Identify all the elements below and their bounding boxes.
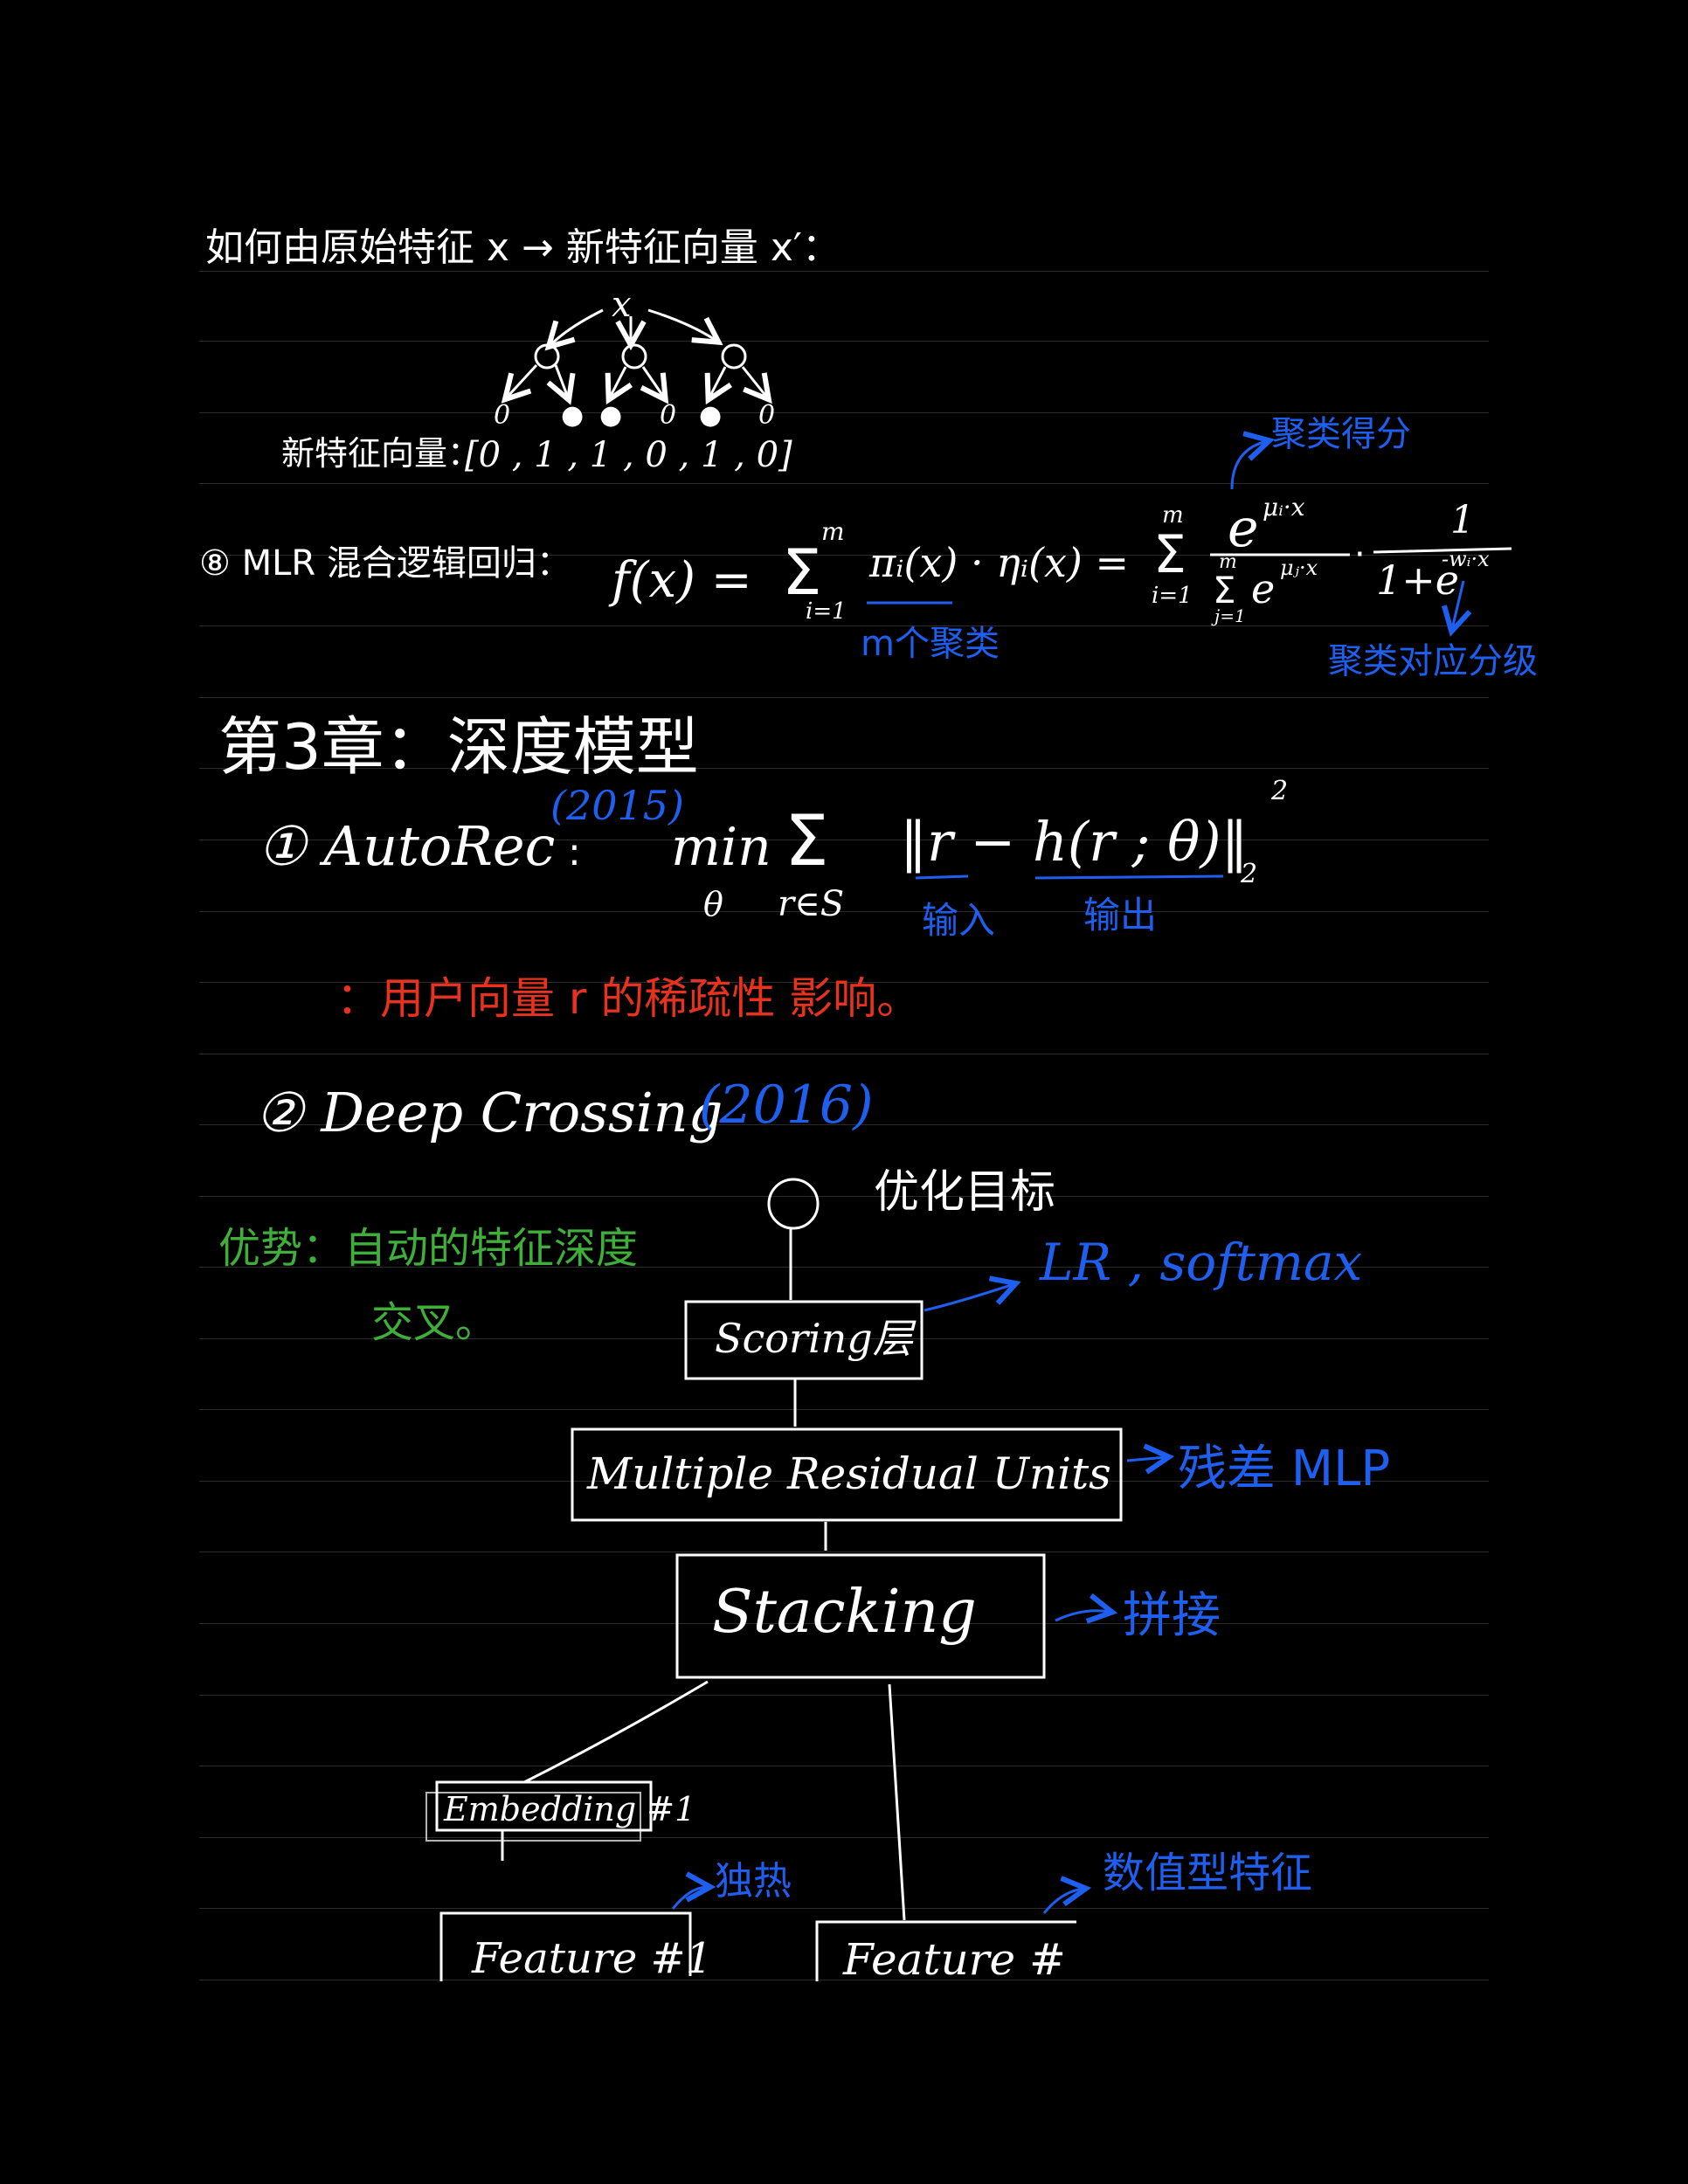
feature1-label: Feature #1 [471,1934,712,1983]
leaf-3: ● [599,400,622,431]
mlr-sum-lower: i=1 [806,598,847,625]
input-underline [915,874,969,880]
scoring-label: Scoring层 [715,1315,917,1362]
mlr-sum-symbol: Σ [782,536,822,609]
mlr-num-exp: μᵢ·x [1263,493,1305,522]
objective-label: 优化目标 [874,1166,1055,1219]
mlr-sum2-symbol: Σ [1153,524,1186,585]
mlr-num: e [1228,498,1259,559]
scoring-box [684,1300,924,1380]
mult-dot: · [1354,535,1366,575]
autorec-sum: Σ [785,800,829,881]
leaf-2: ● [561,400,584,431]
den-sum-upper: m [1219,551,1237,573]
sparsity-note: ：用户向量 r 的稀疏性 影响。 [336,973,920,1024]
den-e: e [1251,565,1275,612]
autorec-year: (2015) [550,782,684,829]
embedding-label: Embedding #1 [443,1790,695,1828]
autorec-colon: : [568,830,581,874]
autorec-norm-sub: 2 [1240,859,1257,889]
vector-label: 新特征向量： [281,434,481,473]
diagram-connectors [501,1228,906,1921]
note-cluster-level: 聚类对应分级 [1328,641,1538,681]
scoring-note: LR , softmax [1039,1233,1362,1292]
mlr-lhs: f(x) = [608,552,752,609]
residual-note: 残差 MLP [1178,1441,1390,1497]
tree-leaves: 0 ● ● 0 ● 0 [494,400,775,431]
intro-line: 如何由原始特征 x → 新特征向量 x′： [205,225,841,270]
mlr-terms: πᵢ(x) · ηᵢ(x) = [868,539,1129,586]
output-underline [1034,874,1224,880]
feature2-label: Feature # [842,1934,1066,1985]
note-top-arrow [1230,441,1267,490]
leaf-1: 0 [494,400,510,431]
note-cluster-score: 聚类得分 [1271,414,1411,454]
deepcrossing-year: (2016) [699,1075,874,1136]
feature2-note: 数值型特征 [1103,1849,1312,1897]
frac2-num: 1 [1450,498,1475,543]
mlr-label: ⑧ MLR 混合逻辑回归： [199,543,571,584]
leaf-6: 0 [758,400,775,431]
note-bottom-arrow [1452,580,1463,629]
mlr-sum-upper: m [821,517,845,546]
autorec-sum-sub: r∈S [778,884,844,924]
residual-arrow [1126,1457,1166,1461]
autorec-label: ① AutoRec [258,814,555,878]
autorec-norm: ‖r − h(r ; θ)‖ [900,810,1249,874]
deepcrossing-label: ② Deep Crossing [255,1081,723,1144]
advantage-line2: 交叉。 [371,1298,497,1347]
autorec-norm-sup: 2 [1270,776,1288,806]
feature1-bracket [439,1911,692,1981]
den-sum-lower: j=1 [1211,605,1246,626]
tree-diagram: x [507,285,767,397]
feature2-arrow [1042,1889,1083,1914]
leaf-4: 0 [660,400,676,431]
output-note: 输出 [1083,894,1157,936]
frac2-den: 1+e [1376,556,1459,604]
tree-root: x [612,285,632,325]
autorec-min-sub: θ [703,885,723,923]
leaf-5: ● [699,400,722,431]
frac2-bar [1373,547,1512,554]
advantage-line1: 优势：自动的特征深度 [218,1224,638,1273]
residual-label: Multiple Residual Units [586,1448,1111,1499]
feature2-bracket [815,1920,1076,1981]
autorec-min: min [671,817,771,878]
mlr-sum2-upper: m [1162,502,1184,529]
den-sum-symbol: Σ [1213,569,1236,612]
note-m-clusters: m个聚类 [861,624,1000,664]
stacking-box [675,1553,1046,1679]
feature1-note: 独热 [715,1859,792,1904]
embedding-box [435,1780,653,1832]
mlr-sum2-lower: i=1 [1152,583,1193,609]
stacking-label: Stacking [712,1578,977,1647]
chapter-title: 第3章：深度模型 [218,710,699,784]
vector-value: [0 , 1 , 1 , 0 , 1 , 0] [465,435,792,475]
den-exp: μⱼ·x [1280,556,1318,580]
objective-node [767,1178,820,1230]
frac2-exp: -wᵢ·x [1442,547,1490,571]
stacking-arrow [1055,1611,1110,1621]
residual-box [571,1427,1123,1522]
input-note: 输入 [922,899,995,942]
embedding-box-shadow [425,1792,641,1842]
feature1-arrow [671,1887,708,1910]
scoring-arrow [924,1284,1013,1312]
stacking-note: 拼接 [1123,1587,1221,1644]
